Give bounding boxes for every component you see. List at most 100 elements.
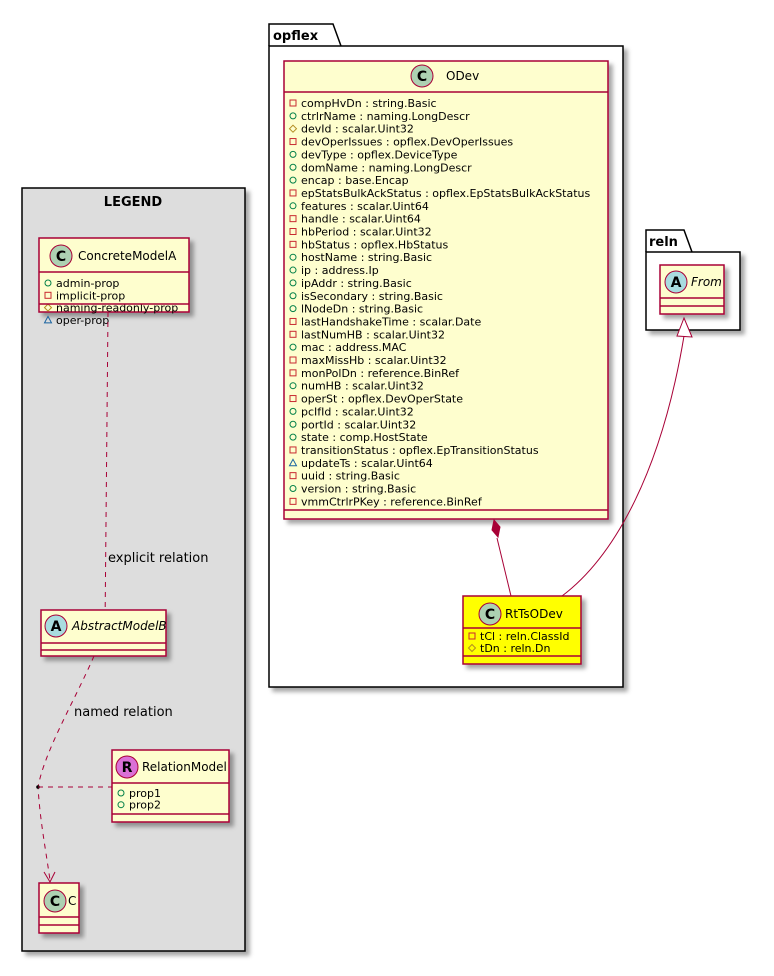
attribute-row: compHvDn : string.Basic	[301, 97, 437, 110]
public-visibility-icon	[289, 253, 297, 261]
edge-label-explicit: explicit relation	[108, 551, 208, 566]
private-visibility-icon	[289, 99, 297, 107]
attribute-row: devType : opflex.DeviceType	[301, 148, 458, 161]
attribute-list: admin-propimplicit-propnaming-readonly-p…	[43, 277, 178, 327]
class-concrete-model-a[interactable]: C ConcreteModelA admin-propimplicit-prop…	[38, 237, 190, 327]
private-visibility-icon	[289, 497, 297, 505]
private-visibility-icon	[289, 215, 297, 223]
public-visibility-icon	[289, 407, 297, 415]
attribute-row: hbPeriod : scalar.Uint32	[301, 226, 432, 239]
class-abstract-model-b[interactable]: A AbstractModelB	[40, 609, 167, 657]
protected-visibility-icon	[43, 303, 53, 312]
attribute-row: encap : base.Encap	[301, 174, 409, 187]
package-visibility-icon	[43, 315, 53, 324]
legend-package: LEGEND	[21, 187, 246, 952]
attribute-row: prop2	[129, 799, 161, 812]
class-name: From	[691, 275, 722, 289]
attribute-row: maxMissHb : scalar.Uint32	[301, 354, 447, 367]
class-name: RelationModel	[142, 760, 227, 774]
package-visibility-icon	[288, 458, 298, 467]
attribute-row: epStatsBulkAckStatus : opflex.EpStatsBul…	[301, 187, 591, 200]
public-visibility-icon	[289, 292, 297, 300]
attribute-row: ip : address.Ip	[301, 264, 379, 277]
public-visibility-icon	[289, 163, 297, 171]
opflex-package-title: opflex	[273, 29, 319, 44]
public-visibility-icon	[289, 343, 297, 351]
private-visibility-icon	[289, 356, 297, 364]
class-badge-letter: C	[417, 69, 427, 85]
private-visibility-icon	[289, 395, 297, 403]
attribute-row: tCl : reln.ClassId	[480, 630, 570, 643]
class-c[interactable]: C C	[38, 882, 80, 934]
attribute-row: naming-readonly-prop	[56, 302, 178, 315]
public-visibility-icon	[289, 112, 297, 120]
attribute-row: implicit-prop	[56, 289, 125, 302]
private-visibility-icon	[289, 317, 297, 325]
private-visibility-icon	[289, 240, 297, 248]
public-visibility-icon	[289, 420, 297, 428]
class-name: ODev	[446, 69, 479, 83]
class-odev[interactable]: C ODev compHvDn : string.BasicctrlrName …	[283, 60, 609, 520]
private-visibility-icon	[44, 291, 52, 299]
class-name: RtTsODev	[505, 607, 563, 621]
attribute-row: devId : scalar.Uint32	[301, 123, 414, 136]
protected-visibility-icon	[288, 124, 298, 133]
private-visibility-icon	[289, 330, 297, 338]
public-visibility-icon	[289, 279, 297, 287]
class-from[interactable]: A From	[659, 264, 725, 315]
class-badge-letter: C	[485, 607, 495, 623]
edge-label-named: named relation	[74, 705, 173, 720]
private-visibility-icon	[289, 472, 297, 480]
legend-title: LEGEND	[104, 195, 163, 210]
private-visibility-icon	[289, 369, 297, 377]
attribute-row: state : comp.HostState	[301, 431, 428, 444]
private-visibility-icon	[289, 189, 297, 197]
attribute-row: prop1	[129, 787, 161, 800]
class-badge-icon	[410, 64, 434, 88]
reln-package-title: reln	[649, 235, 678, 250]
public-visibility-icon	[289, 150, 297, 158]
attribute-row: lastHandshakeTime : scalar.Date	[301, 315, 481, 328]
attribute-row: vmmCtrlrPKey : reference.BinRef	[301, 495, 483, 508]
edge-composition	[491, 518, 512, 597]
public-visibility-icon	[289, 176, 297, 184]
relation-badge-icon	[115, 755, 139, 779]
public-visibility-icon	[289, 485, 297, 492]
public-visibility-icon	[44, 279, 52, 287]
private-visibility-icon	[289, 228, 297, 235]
attribute-row: operSt : opflex.DevOperState	[301, 393, 463, 406]
attribute-row: uuid : string.Basic	[301, 470, 400, 483]
attribute-row: version : string.Basic	[301, 483, 416, 496]
abstract-badge-letter: A	[51, 619, 62, 635]
class-name: AbstractModelB	[71, 619, 167, 633]
abstract-badge-icon	[664, 270, 688, 294]
public-visibility-icon	[117, 801, 125, 809]
protected-visibility-icon	[467, 643, 477, 653]
public-visibility-icon	[289, 202, 297, 210]
attribute-row: domName : naming.LongDescr	[301, 161, 472, 174]
abstract-badge-letter: A	[671, 275, 682, 291]
attribute-row: portId : scalar.Uint32	[301, 418, 416, 431]
attribute-row: isSecondary : string.Basic	[301, 290, 443, 303]
attribute-row: lastNumHB : scalar.Uint32	[301, 328, 445, 341]
attribute-row: hostName : string.Basic	[301, 251, 432, 264]
attribute-row: transitionStatus : opflex.EpTransitionSt…	[301, 444, 539, 457]
public-visibility-icon	[289, 433, 297, 441]
attribute-row: features : scalar.Uint64	[301, 200, 429, 213]
edge-inheritance	[561, 316, 693, 597]
attribute-row: numHB : scalar.Uint32	[301, 380, 424, 393]
public-visibility-icon	[289, 382, 297, 390]
attribute-row: updateTs : scalar.Uint64	[301, 457, 433, 470]
attribute-row: lNodeDn : string.Basic	[301, 303, 423, 316]
class-badge-icon	[49, 244, 73, 268]
private-visibility-icon	[289, 138, 297, 146]
class-badge-letter: C	[50, 894, 60, 910]
public-visibility-icon	[289, 305, 297, 313]
attribute-row: tDn : reln.Dn	[480, 642, 550, 655]
edge-named-relation: named relation	[36, 655, 173, 884]
